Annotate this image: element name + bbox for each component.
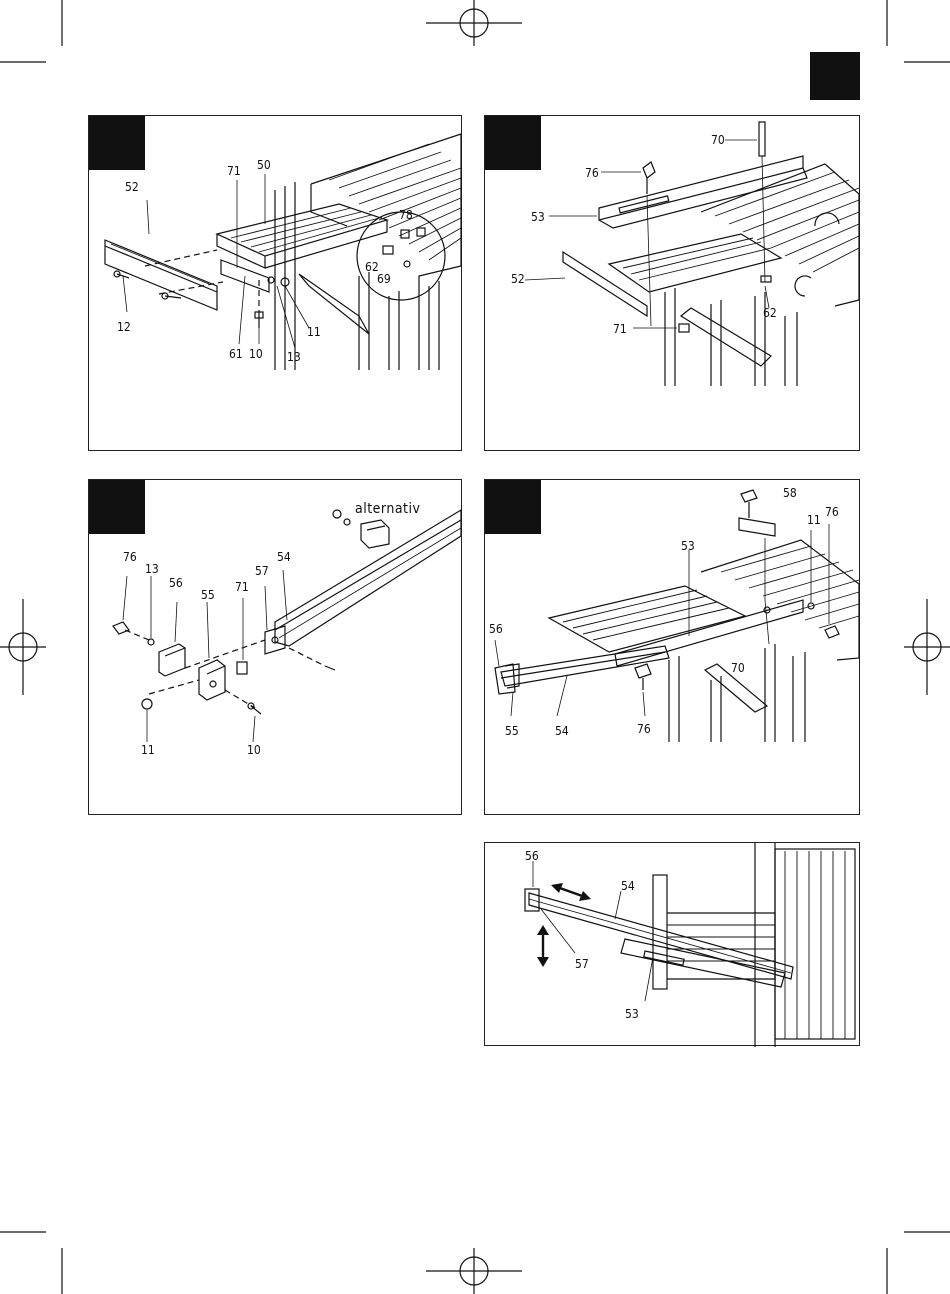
- part-label-54: 54: [277, 551, 291, 563]
- part-label-61: 61: [229, 348, 243, 360]
- registration-mark-top: [426, 0, 522, 46]
- part-label-70: 70: [711, 134, 725, 146]
- page-corner-tab: [810, 52, 860, 100]
- part-label-56: 56: [489, 623, 503, 635]
- assembly-drawing-1: [89, 116, 463, 452]
- part-label-13: 13: [287, 351, 301, 363]
- figure-panel-4: 58 11 76 53 56 70 55 54 76: [484, 479, 860, 815]
- part-label-12: 12: [117, 321, 131, 333]
- part-label-53: 53: [531, 211, 545, 223]
- part-label-55: 55: [505, 725, 519, 737]
- figure-panel-3: alternativ: [88, 479, 462, 815]
- part-label-11: 11: [307, 326, 321, 338]
- part-label-71: 71: [613, 323, 627, 335]
- part-label-56: 56: [525, 850, 539, 862]
- part-label-53: 53: [681, 540, 695, 552]
- part-label-76: 76: [637, 723, 651, 735]
- part-label-53: 53: [625, 1008, 639, 1020]
- registration-mark-left: [0, 599, 46, 695]
- registration-mark-right: [904, 599, 950, 695]
- assembly-drawing-2: [485, 116, 861, 452]
- part-label-76: 76: [123, 551, 137, 563]
- part-label-11: 11: [807, 514, 821, 526]
- part-label-76: 76: [825, 506, 839, 518]
- part-label-69: 69: [377, 273, 391, 285]
- figure-panel-1: 52 71 50 78 62 69 12 61 10 13 11: [88, 115, 462, 451]
- part-label-10: 10: [249, 348, 263, 360]
- part-label-71: 71: [227, 165, 241, 177]
- assembly-drawing-3: [89, 480, 463, 816]
- figure-panel-5: 56 54 57 53: [484, 842, 860, 1046]
- part-label-58: 58: [783, 487, 797, 499]
- part-label-54: 54: [555, 725, 569, 737]
- figure-panel-2: 70 76 53 52 62 71: [484, 115, 860, 451]
- part-label-57: 57: [575, 958, 589, 970]
- part-label-13: 13: [145, 563, 159, 575]
- assembly-drawing-4: [485, 480, 861, 816]
- part-label-76: 76: [585, 167, 599, 179]
- part-label-70: 70: [731, 662, 745, 674]
- part-label-62: 62: [763, 307, 777, 319]
- part-label-78: 78: [399, 209, 413, 221]
- part-label-52: 52: [125, 181, 139, 193]
- registration-mark-bottom: [426, 1248, 522, 1294]
- part-label-50: 50: [257, 159, 271, 171]
- part-label-54: 54: [621, 880, 635, 892]
- part-label-57: 57: [255, 565, 269, 577]
- part-label-56: 56: [169, 577, 183, 589]
- double-arrow-vertical-icon: [485, 843, 861, 1047]
- part-label-10: 10: [247, 744, 261, 756]
- part-label-11: 11: [141, 744, 155, 756]
- part-label-52: 52: [511, 273, 525, 285]
- part-label-55: 55: [201, 589, 215, 601]
- part-label-71: 71: [235, 581, 249, 593]
